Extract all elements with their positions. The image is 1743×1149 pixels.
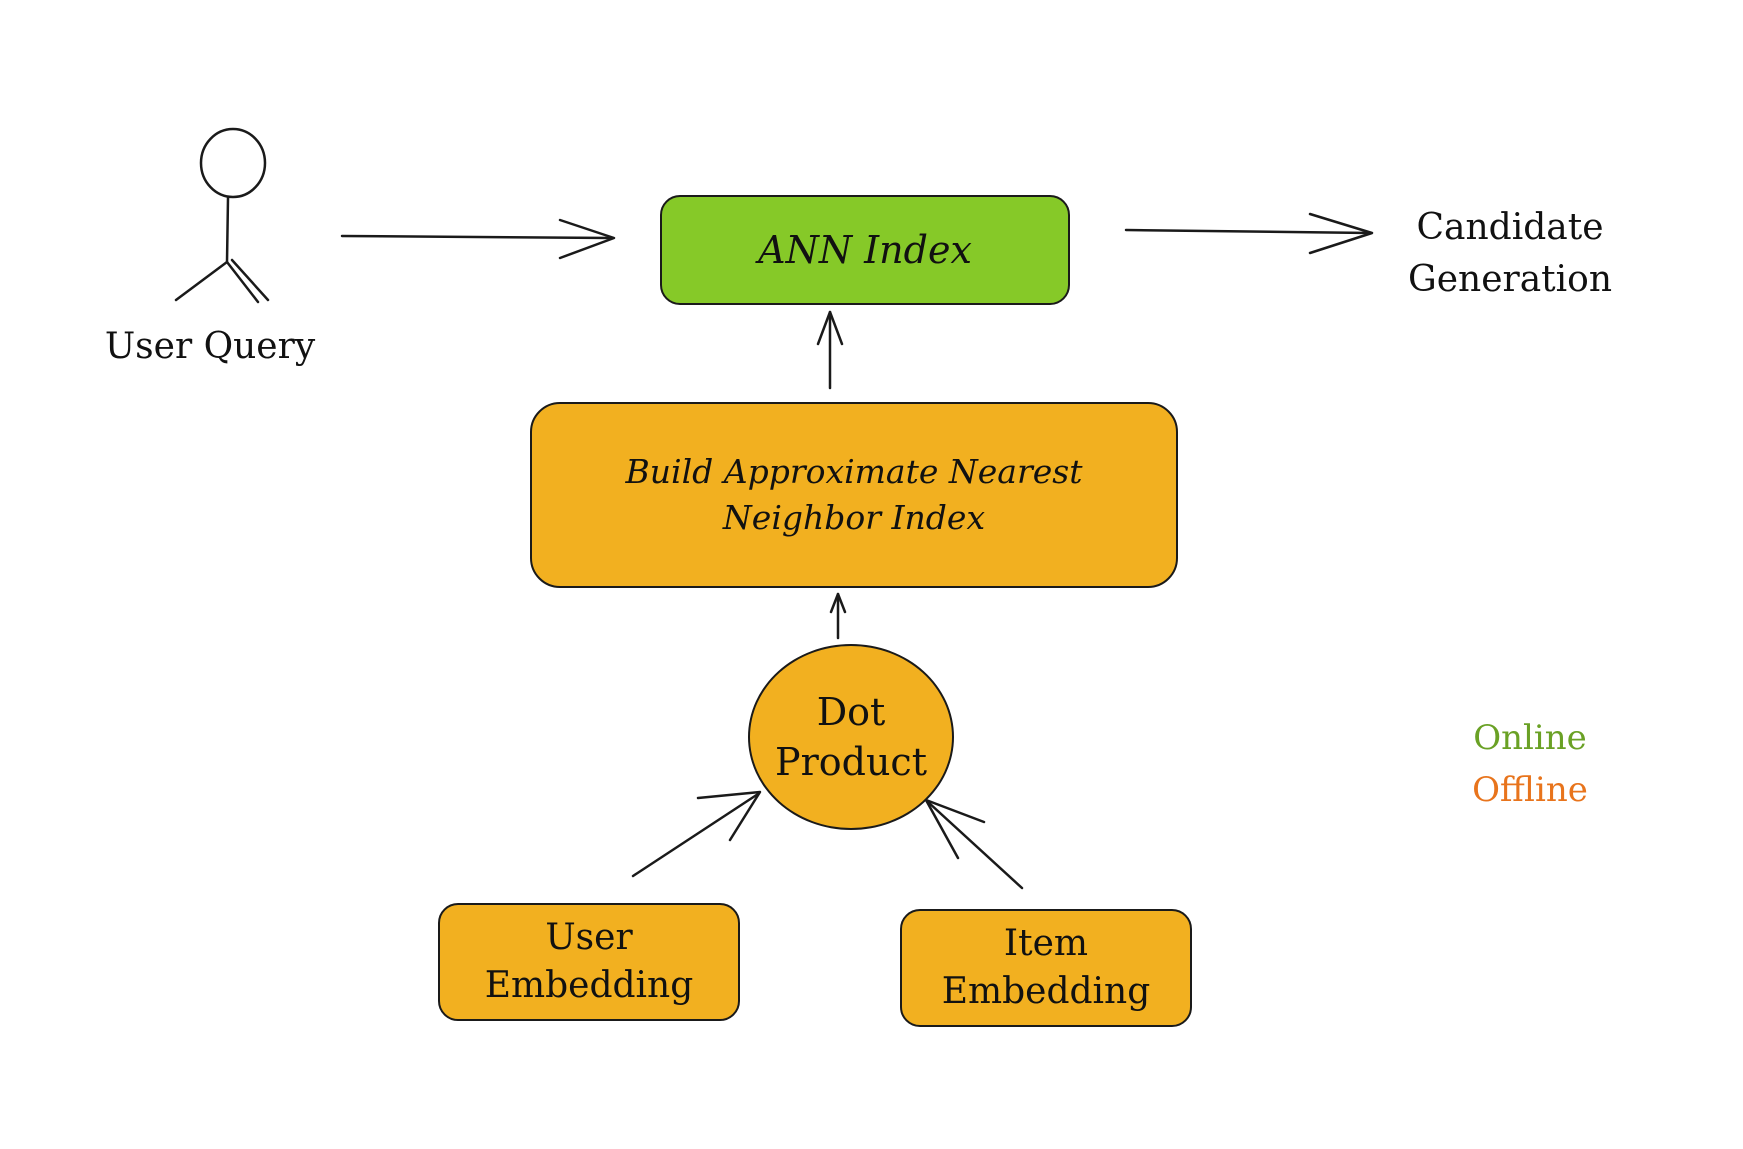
ann-index-node: ANN Index	[660, 195, 1070, 305]
legend-online: Online	[1473, 718, 1587, 758]
user-query-label: User Query	[104, 326, 316, 367]
item-embedding-node: Item Embedding	[900, 909, 1192, 1027]
legend-offline: Offline	[1472, 770, 1588, 810]
edge-ann-to-candidate	[1124, 228, 1372, 235]
user-embedding-node: User Embedding	[438, 903, 740, 1021]
dot-product-node: Dot Product	[748, 644, 954, 830]
build-index-node: Build Approximate Nearest Neighbor Index	[530, 402, 1178, 588]
edge-user-query-to-ann	[340, 234, 614, 240]
edge-item-emb-to-dot	[926, 800, 1024, 890]
candidate-generation-label: Candidate Generation	[1407, 207, 1613, 300]
edge-user-emb-to-dot	[631, 792, 760, 878]
